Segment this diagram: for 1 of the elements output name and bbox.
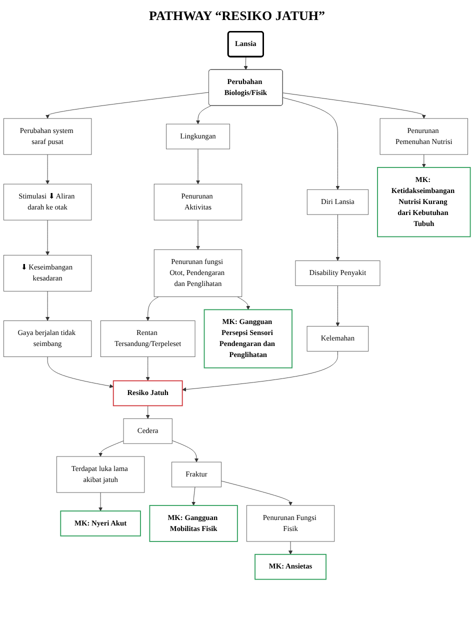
diagram-title: PATHWAY “RESIKO JATUH”	[148, 8, 326, 24]
